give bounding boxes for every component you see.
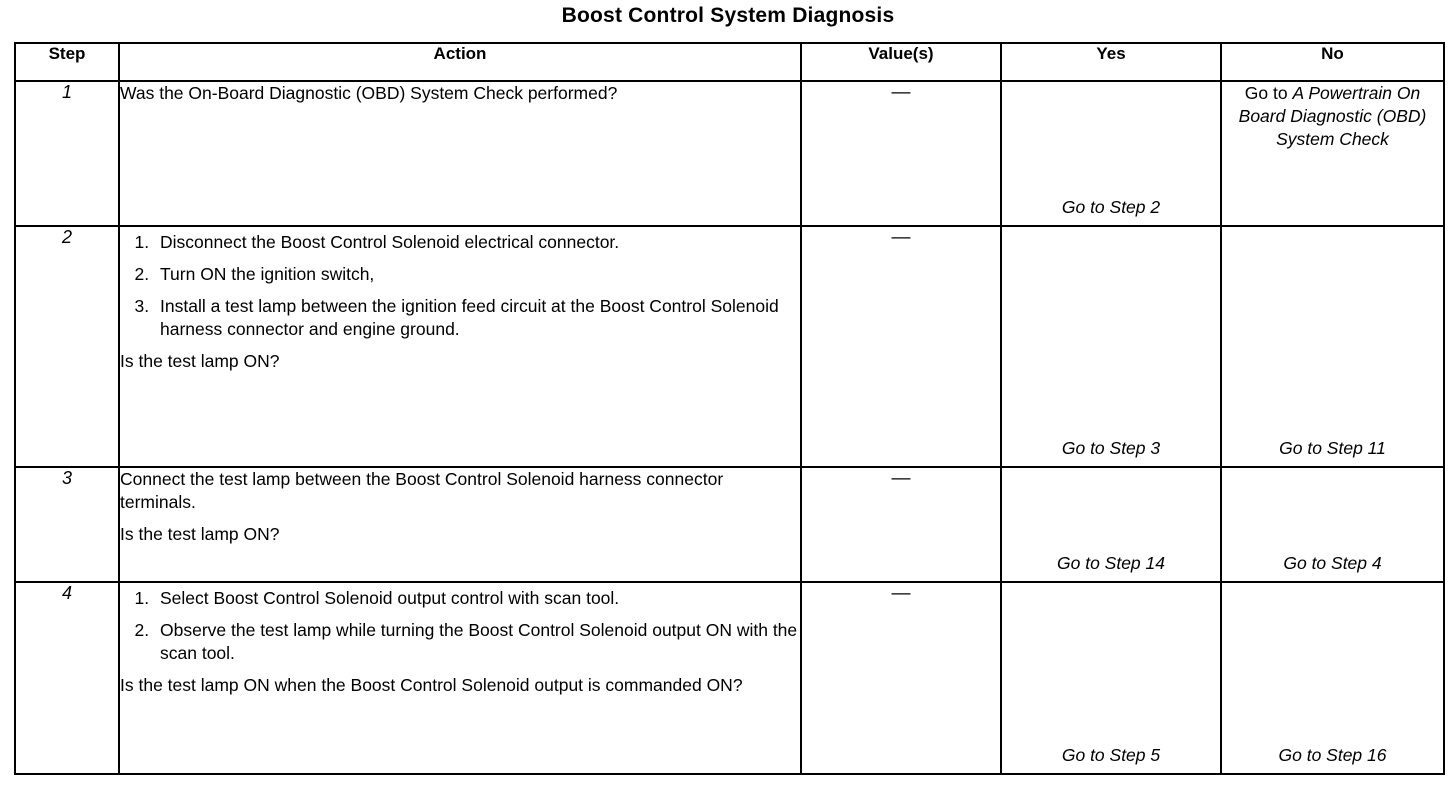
- yes-result-text: Go to Step 2: [1061, 197, 1161, 217]
- diagnostic-table-container: Step Action Value(s) Yes No 1 Was the On…: [14, 42, 1445, 785]
- table-row: 4 Select Boost Control Solenoid output c…: [14, 581, 1445, 775]
- no-result-cell: Go to A Powertrain On Board Diagnostic (…: [1220, 80, 1445, 227]
- action-cell: Select Boost Control Solenoid output con…: [118, 581, 802, 775]
- action-step-list: Disconnect the Boost Control Solenoid el…: [120, 231, 800, 341]
- step-number: 4: [14, 581, 120, 775]
- page-title: Boost Control System Diagnosis: [561, 4, 895, 27]
- table-header: Step Action Value(s) Yes No: [14, 42, 1445, 82]
- column-header-no: No: [1220, 42, 1445, 82]
- action-lead-text: Connect the test lamp between the Boost …: [120, 469, 724, 512]
- table-row: 2 Disconnect the Boost Control Solenoid …: [14, 225, 1445, 468]
- step-number: 3: [14, 466, 120, 583]
- action-step-item: Install a test lamp between the ignition…: [154, 295, 800, 341]
- no-result-text: Go to Step 11: [1279, 438, 1386, 458]
- no-result-lead: Go to: [1244, 83, 1293, 103]
- no-result-text: Go to Step 16: [1278, 745, 1387, 765]
- value-cell: —: [800, 466, 1002, 583]
- table-row: 1 Was the On-Board Diagnostic (OBD) Syst…: [14, 80, 1445, 227]
- no-result-cell: Go to Step 11: [1220, 225, 1445, 468]
- table-body: 1 Was the On-Board Diagnostic (OBD) Syst…: [14, 80, 1445, 775]
- action-step-item: Disconnect the Boost Control Solenoid el…: [154, 231, 800, 254]
- no-result-cell: Go to Step 4: [1220, 466, 1445, 583]
- action-question-text: Is the test lamp ON when the Boost Contr…: [120, 675, 743, 695]
- yes-result-cell: Go to Step 14: [1000, 466, 1222, 583]
- no-result-cell: Go to Step 16: [1220, 581, 1445, 775]
- action-question-text: Is the test lamp ON?: [120, 351, 280, 371]
- value-cell: —: [800, 581, 1002, 775]
- action-cell: Was the On-Board Diagnostic (OBD) System…: [118, 80, 802, 227]
- table-row: 3 Connect the test lamp between the Boos…: [14, 466, 1445, 583]
- no-result-text: Go to Step 4: [1283, 553, 1382, 573]
- table-header-row: Step Action Value(s) Yes No: [14, 42, 1445, 82]
- action-step-list: Select Boost Control Solenoid output con…: [120, 587, 800, 665]
- step-number: 1: [14, 80, 120, 227]
- column-header-step: Step: [14, 42, 120, 82]
- column-header-action: Action: [118, 42, 802, 82]
- yes-result-text: Go to Step 14: [1057, 553, 1165, 573]
- column-header-yes: Yes: [1000, 42, 1222, 82]
- yes-result-text: Go to Step 5: [1061, 745, 1161, 765]
- value-cell: —: [800, 80, 1002, 227]
- value-cell: —: [800, 225, 1002, 468]
- yes-result-cell: Go to Step 3: [1000, 225, 1222, 468]
- column-header-value: Value(s): [800, 42, 1002, 82]
- yes-result-text: Go to Step 3: [1061, 438, 1161, 458]
- no-result-reference: A Powertrain On Board Diagnostic (OBD) S…: [1238, 83, 1427, 149]
- action-step-item: Select Boost Control Solenoid output con…: [154, 587, 800, 610]
- action-question-text: Is the test lamp ON?: [120, 524, 280, 544]
- action-step-item: Observe the test lamp while turning the …: [154, 619, 800, 665]
- step-number: 2: [14, 225, 120, 468]
- action-cell: Connect the test lamp between the Boost …: [118, 466, 802, 583]
- action-lead-text: Was the On-Board Diagnostic (OBD) System…: [120, 83, 618, 103]
- yes-result-cell: Go to Step 2: [1000, 80, 1222, 227]
- yes-result-cell: Go to Step 5: [1000, 581, 1222, 775]
- diagnostic-table: Step Action Value(s) Yes No 1 Was the On…: [14, 42, 1445, 775]
- action-cell: Disconnect the Boost Control Solenoid el…: [118, 225, 802, 468]
- action-step-item: Turn ON the ignition switch,: [154, 263, 800, 286]
